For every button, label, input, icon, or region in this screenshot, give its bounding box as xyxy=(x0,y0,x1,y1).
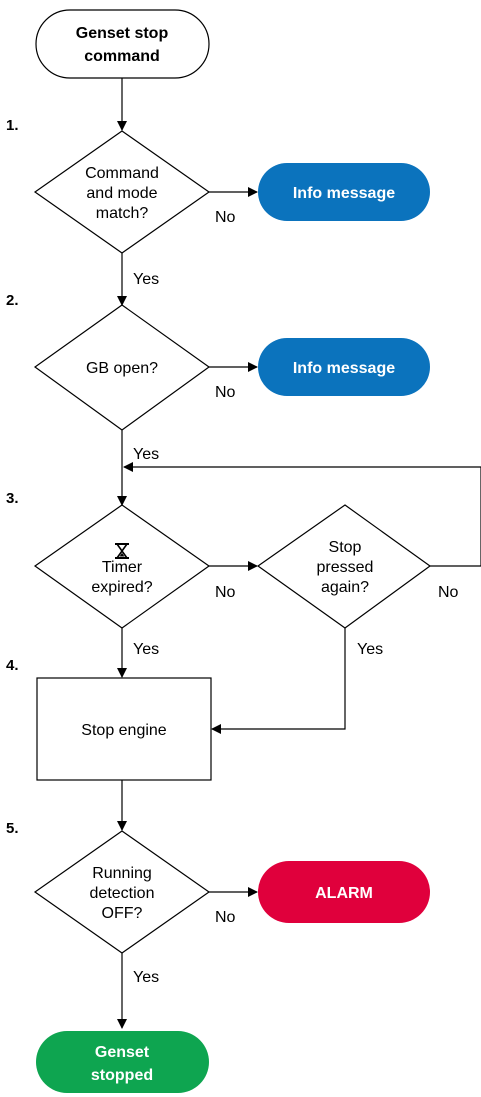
edge-d4-no-loop xyxy=(123,462,481,567)
alarm-terminal: ALARM xyxy=(258,861,430,923)
step-number-3: 3. xyxy=(6,490,19,507)
decision5-line2: detection xyxy=(90,885,155,902)
edge-label-yes-5: Yes xyxy=(133,969,159,986)
decision4-line1: Stop xyxy=(329,539,362,556)
alarm-label: ALARM xyxy=(315,885,373,902)
info2-label: Info message xyxy=(293,360,395,377)
info1-label: Info message xyxy=(293,185,395,202)
step-number-4: 4. xyxy=(6,657,19,674)
decision1-line1: Command xyxy=(85,165,159,182)
step-number-5: 5. xyxy=(6,820,19,837)
process-stop-engine: Stop engine xyxy=(36,677,212,781)
info-message-terminal-2: Info message xyxy=(258,338,430,396)
decision1-line2: and mode xyxy=(86,185,157,202)
end-line2: stopped xyxy=(91,1067,153,1084)
end-terminal: Genset stopped xyxy=(36,1031,209,1093)
decision-running-detection-off: Running detection OFF? xyxy=(33,830,211,954)
step-number-1: 1. xyxy=(6,117,19,134)
start-terminal: Genset stop command xyxy=(35,9,210,79)
decision5-line1: Running xyxy=(92,865,152,882)
edge-d4-yes xyxy=(211,628,346,734)
hourglass-icon xyxy=(115,543,129,559)
decision4-line2: pressed xyxy=(317,559,374,576)
decision-gb-open: GB open? xyxy=(33,304,211,431)
step-number-2: 2. xyxy=(6,292,19,309)
alarm-shape xyxy=(258,861,430,923)
edge-label-no-4: No xyxy=(438,584,459,601)
start-line1: Genset stop xyxy=(76,25,169,42)
edge-label-no-2: No xyxy=(215,384,236,401)
decision3-line2: expired? xyxy=(91,579,152,596)
decision-command-mode-match: Command and mode match? xyxy=(33,130,211,254)
edge-label-yes-1: Yes xyxy=(133,271,159,288)
edge-label-yes-2: Yes xyxy=(133,446,159,463)
edge-label-no-1: No xyxy=(215,209,236,226)
decision5-line3: OFF? xyxy=(102,905,143,922)
edge-label-yes-4: Yes xyxy=(357,641,383,658)
edge-label-no-5: No xyxy=(215,909,236,926)
info1-shape xyxy=(258,163,430,221)
decision-timer-expired: Timer expired? xyxy=(33,504,211,629)
info2-shape xyxy=(258,338,430,396)
end-shape xyxy=(36,1031,209,1093)
edge-label-no-3: No xyxy=(215,584,236,601)
info-message-terminal-1: Info message xyxy=(258,163,430,221)
decision1-line3: match? xyxy=(96,205,149,222)
decision3-line1: Timer xyxy=(102,559,143,576)
decision2-line1: GB open? xyxy=(86,360,158,377)
decision-stop-pressed-again: Stop pressed again? xyxy=(256,504,432,629)
end-line1: Genset xyxy=(95,1044,150,1061)
start-line2: command xyxy=(84,48,160,65)
stop-engine-label: Stop engine xyxy=(81,722,167,739)
edge-label-yes-3: Yes xyxy=(133,641,159,658)
decision4-line3: again? xyxy=(321,579,369,596)
